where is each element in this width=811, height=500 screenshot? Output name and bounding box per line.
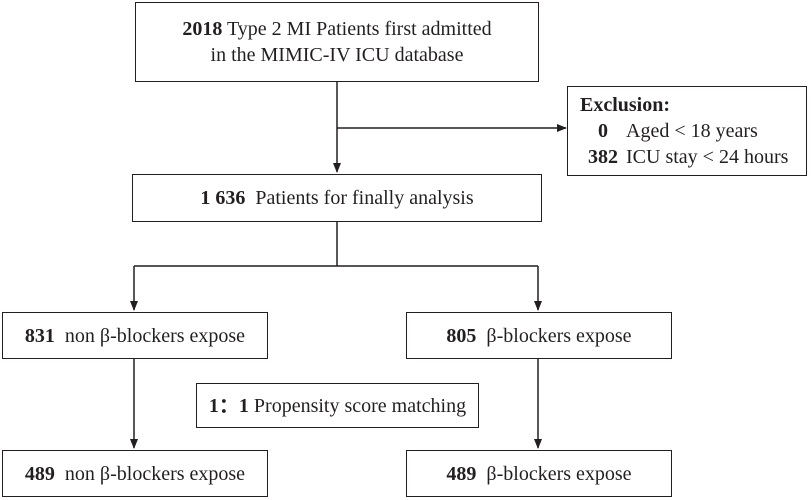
exclusion-icu-label: ICU stay < 24 hours	[626, 146, 789, 168]
psm-label: Propensity score matching	[253, 394, 467, 417]
non-bb-matched-label: non β-blockers expose	[64, 462, 246, 485]
non-bb-label: non β-blockers expose	[64, 324, 246, 347]
exclusion-age-count: 0	[598, 120, 608, 142]
admitted-line1: Type 2 MI Patients first admitted	[226, 18, 492, 40]
admitted-count: 2018	[182, 18, 223, 40]
analysis-box: 1 636 Patients for finally analysis	[132, 174, 542, 222]
non-bb-box: 831 non β-blockers expose	[2, 312, 268, 359]
exclusion-icu-count: 382	[588, 146, 618, 168]
bb-count: 805	[446, 324, 477, 347]
psm-ratio: 1：1	[208, 394, 249, 417]
bb-matched-count: 489	[446, 462, 477, 485]
non-bb-matched-box: 489 non β-blockers expose	[2, 450, 268, 497]
bb-box: 805 β-blockers expose	[406, 312, 672, 359]
bb-matched-box: 489 β-blockers expose	[406, 450, 672, 497]
admitted-line2: in the MIMIC-IV ICU database	[210, 44, 464, 66]
psm-box: 1：1 Propensity score matching	[196, 383, 479, 428]
analysis-count: 1 636	[200, 187, 246, 209]
exclusion-box: Exclusion: 0 Aged < 18 years 382 ICU stay …	[567, 86, 807, 176]
bb-matched-label: β-blockers expose	[486, 462, 632, 485]
non-bb-count: 831	[24, 324, 55, 347]
bb-label: β-blockers expose	[486, 324, 632, 347]
exclusion-age-label: Aged < 18 years	[626, 120, 758, 142]
exclusion-title: Exclusion:	[580, 94, 671, 116]
analysis-label: Patients for finally analysis	[255, 187, 474, 209]
non-bb-matched-count: 489	[24, 462, 55, 485]
admitted-box: 2018 Type 2 MI Patients first admitted i…	[135, 2, 539, 82]
